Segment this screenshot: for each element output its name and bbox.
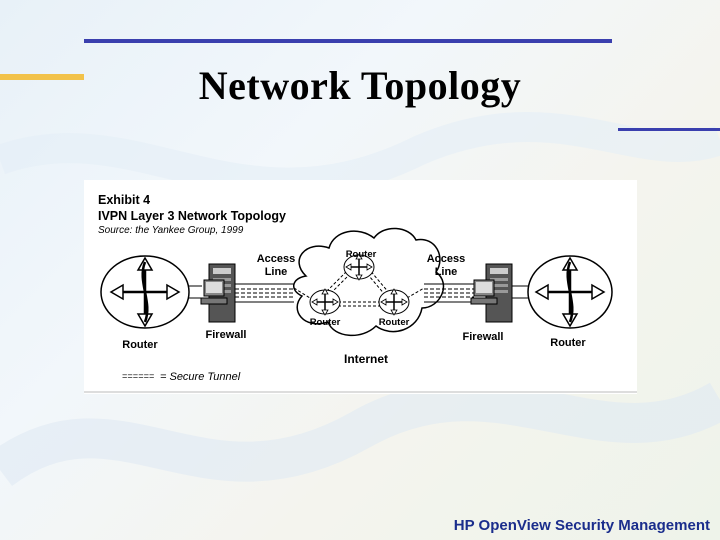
exhibit-subtitle: IVPN Layer 3 Network Topology xyxy=(98,209,286,223)
router-cloud-left-icon xyxy=(309,288,341,316)
legend-text: = Secure Tunnel xyxy=(160,371,241,383)
access-line-left-label-1: Access xyxy=(257,253,296,265)
legend-symbol: ====== xyxy=(122,372,154,382)
topology-exhibit: Exhibit 4 IVPN Layer 3 Network Topology … xyxy=(84,180,637,394)
router-left-icon xyxy=(100,255,190,329)
firewall-right-label: Firewall xyxy=(463,331,504,343)
router-cloud-top-icon xyxy=(343,253,375,281)
firewall-left-icon xyxy=(200,263,236,323)
access-line-right xyxy=(424,283,474,303)
slide-title: Network Topology xyxy=(198,63,522,108)
router-right-icon xyxy=(527,255,613,329)
router-cloud-top-label: Router xyxy=(346,249,377,260)
access-line-left-label-2: Line xyxy=(265,266,288,278)
firewall-right-icon xyxy=(470,263,513,323)
firewall-left-label: Firewall xyxy=(206,329,247,341)
internet-label: Internet xyxy=(344,352,388,366)
right-accent-line xyxy=(618,128,720,131)
link-router-firewall-right xyxy=(512,285,530,299)
access-line-right-label-1: Access xyxy=(427,253,466,265)
router-right-label: Router xyxy=(550,337,586,349)
topology-diagram: Exhibit 4 IVPN Layer 3 Network Topology … xyxy=(84,193,637,393)
access-line-right-label-2: Line xyxy=(435,266,458,278)
footer-brand: HP OpenView Security Management xyxy=(453,517,710,534)
access-line-left xyxy=(235,283,294,303)
top-accent-line xyxy=(84,39,612,43)
router-left-label: Router xyxy=(122,339,158,351)
link-router-firewall-left xyxy=(188,285,202,299)
router-cloud-right-label: Router xyxy=(379,317,410,328)
router-cloud-left-label: Router xyxy=(310,317,341,328)
exhibit-heading: Exhibit 4 xyxy=(98,193,150,207)
router-cloud-right-icon xyxy=(378,288,410,316)
exhibit-source: Source: the Yankee Group, 1999 xyxy=(98,225,244,236)
left-accent-line xyxy=(0,74,84,80)
